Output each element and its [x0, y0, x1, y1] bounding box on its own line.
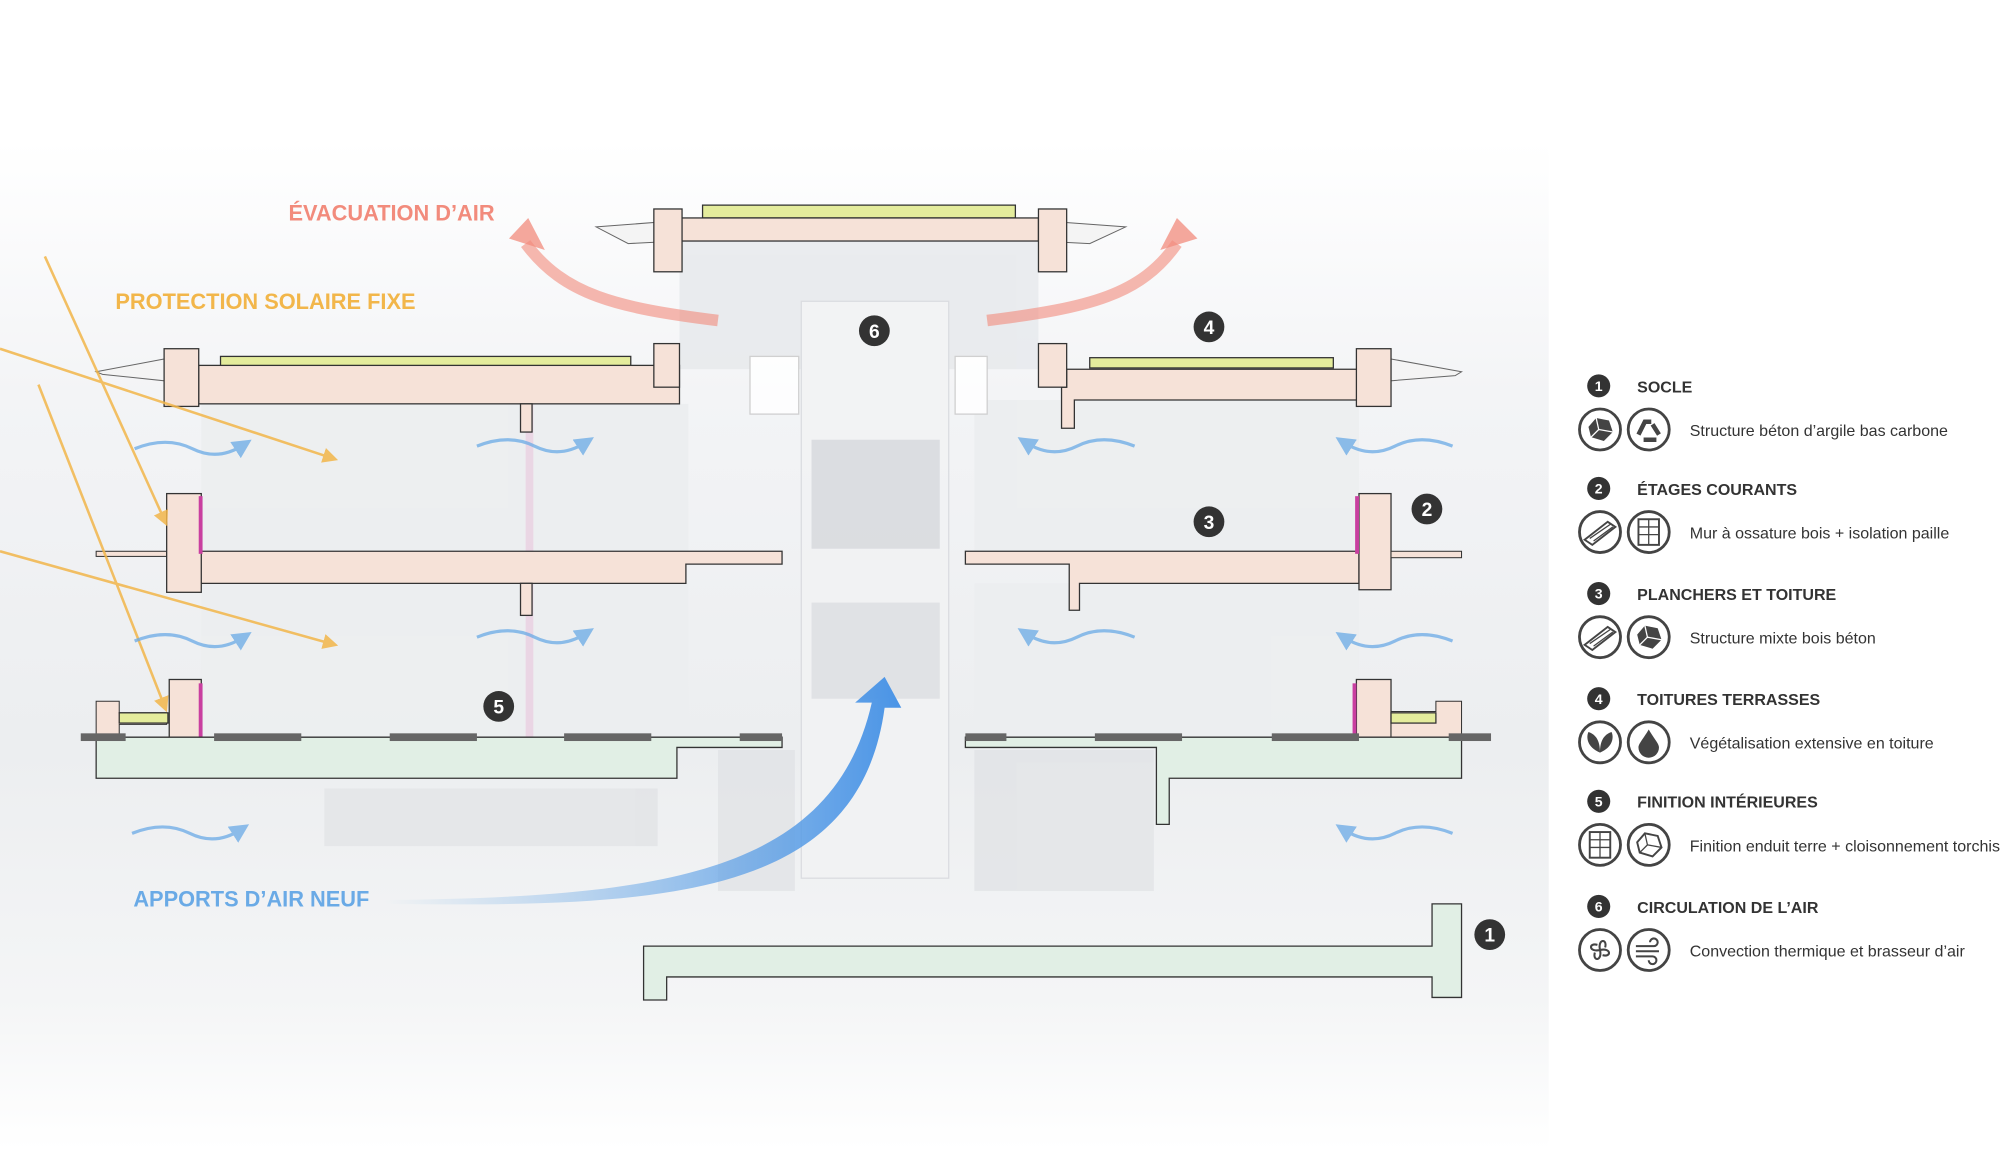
legend-item-4: 4 TOITURES TERRASSES Végétalisation extens… [1578, 687, 1934, 765]
legend-number-badge: 3 [1587, 582, 1611, 606]
exhaust-label: ÉVACUATION D’AIR [288, 201, 494, 226]
legend-description: Structure mixte bois béton [1690, 630, 1876, 648]
leaf-icon [1578, 720, 1622, 765]
legend-number-badge: 1 [1587, 374, 1611, 398]
legend-description: Structure béton d’argile bas carbone [1690, 422, 1948, 440]
legend-item-6: 6 CIRCULATION DE L’AIR Convection thermiqu… [1578, 894, 1966, 972]
foundation-socle [642, 903, 1463, 1001]
floor-finish-strips [80, 733, 1492, 742]
legend-description: Convection thermique et brasseur d’air [1690, 942, 1966, 960]
legend-title: PLANCHERS ET TOITURE [1637, 586, 1836, 604]
recycle-icon [1626, 407, 1671, 452]
legend-item-3: 3 PLANCHERS ET TOITURE Structure mixte boi… [1578, 582, 1876, 660]
upper-roof [594, 204, 1128, 273]
marker-6: 6 [858, 315, 890, 347]
svg-text:2: 2 [1595, 481, 1603, 497]
legend-item-2: 2 ÉTAGES COURANTS Mur à ossature bois + is… [1578, 476, 1950, 554]
fresh-air-label: APPORTS D’AIR NEUF [133, 886, 369, 911]
straw-panel-icon [1626, 510, 1671, 554]
legend-number-badge: 6 [1587, 894, 1611, 918]
wind-icon [1626, 928, 1671, 972]
svg-text:4: 4 [1595, 691, 1603, 707]
concrete-block-icon [1578, 407, 1622, 452]
svg-text:5: 5 [1595, 793, 1603, 809]
legend: 1 SOCLE Structure béton d’argile bas carbo… [1578, 374, 2000, 972]
legend-number-badge: 5 [1587, 789, 1611, 813]
marker-4: 4 [1193, 311, 1225, 343]
legend-description: Végétalisation extensive en toiture [1690, 735, 1934, 753]
legend-title: ÉTAGES COURANTS [1637, 480, 1797, 499]
timber-plank-icon [1578, 510, 1622, 554]
legend-number-badge: 2 [1587, 476, 1611, 500]
svg-text:6: 6 [1595, 899, 1603, 915]
interior-volumes [201, 241, 1359, 892]
svg-text:6: 6 [869, 322, 880, 343]
svg-text:2: 2 [1422, 500, 1433, 521]
left-wing-section [94, 342, 783, 779]
straw-panel-icon [1578, 822, 1622, 867]
solar-rays [0, 255, 339, 713]
svg-text:1: 1 [1595, 378, 1603, 394]
exhaust-arrows [521, 240, 1182, 327]
water-drop-icon [1626, 720, 1671, 765]
legend-item-5: 5 FINITION INTÉRIEURES Finition enduit ter… [1578, 789, 2000, 867]
concrete-block-icon [1626, 615, 1671, 660]
right-wing-section [964, 342, 1463, 826]
svg-text:5: 5 [493, 697, 504, 718]
svg-text:3: 3 [1204, 513, 1215, 534]
marker-1: 1 [1474, 919, 1506, 950]
exhaust-arrowheads [508, 217, 1198, 250]
legend-title: FINITION INTÉRIEURES [1637, 793, 1818, 812]
legend-number-badge: 4 [1587, 687, 1611, 711]
legend-title: TOITURES TERRASSES [1637, 691, 1820, 709]
legend-title: SOCLE [1637, 378, 1692, 396]
marker-3: 3 [1193, 506, 1225, 538]
marker-2: 2 [1411, 493, 1443, 525]
air-flow-arrows [131, 437, 1454, 843]
legend-title: CIRCULATION DE L’AIR [1637, 899, 1819, 917]
legend-description: Mur à ossature bois + isolation paille [1690, 524, 1950, 542]
legend-description: Finition enduit terre + cloisonnement to… [1690, 837, 2000, 855]
solar-protection-label: PROTECTION SOLAIRE FIXE [115, 289, 415, 314]
fresh-air-main-arrow [384, 676, 902, 905]
marker-5: 5 [483, 691, 515, 722]
legend-item-1: 1 SOCLE Structure béton d’argile bas carbo… [1578, 374, 1948, 452]
fan-icon [1578, 928, 1622, 972]
svg-text:4: 4 [1204, 318, 1215, 339]
svg-text:1: 1 [1484, 926, 1495, 947]
svg-text:3: 3 [1595, 586, 1603, 602]
earth-block-icon [1626, 822, 1671, 867]
timber-plank-icon [1578, 615, 1622, 660]
